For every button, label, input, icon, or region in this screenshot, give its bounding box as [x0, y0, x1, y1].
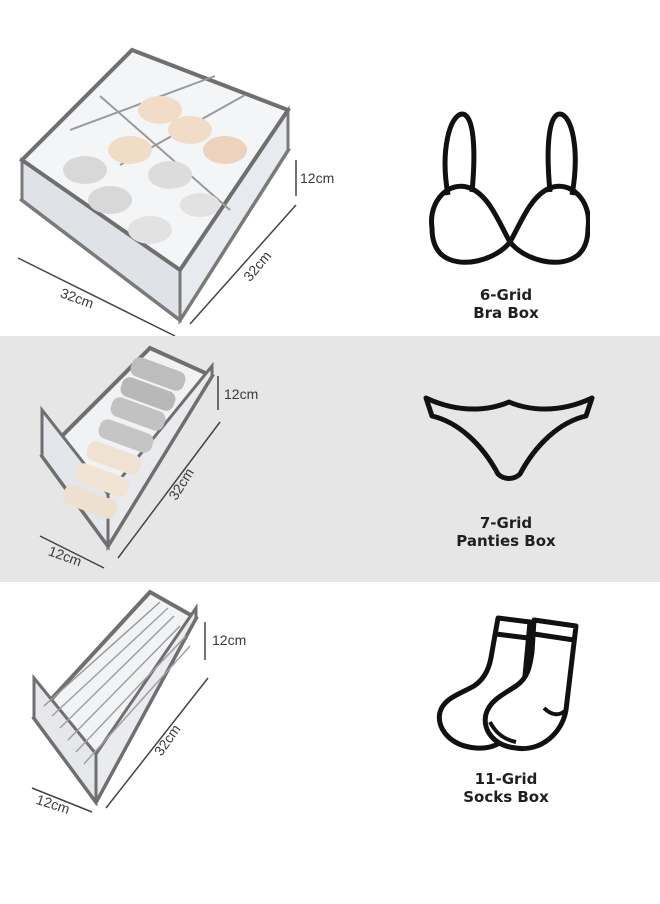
caption-line-1: 7-Grid: [479, 514, 533, 532]
caption-line-1: 6-Grid: [479, 286, 533, 304]
panties-box-illustration: [39, 345, 221, 569]
height-label: 12cm: [224, 386, 259, 402]
height-label: 12cm: [212, 632, 247, 648]
socks-box-caption: 11-Grid Socks Box: [406, 770, 606, 806]
bra-box-illustration: [17, 47, 297, 336]
socks-box-section: 12cm 12cm 32cm 11-Grid Socks Box: [0, 582, 660, 904]
caption-line-2: Socks Box: [463, 788, 549, 806]
height-label: 12cm: [300, 170, 335, 186]
socks-icon: [436, 615, 579, 752]
bra-box-section: 12cm 32cm 32cm 6-Grid Bra Box: [0, 0, 660, 336]
socks-box-illustration: [31, 589, 209, 813]
panties-box-section: 12cm 12cm 32cm 7-Grid Panties Box: [0, 336, 660, 582]
panties-box-caption: 7-Grid Panties Box: [406, 514, 606, 550]
caption-line-1: 11-Grid: [474, 770, 538, 788]
bra-icon: [429, 111, 590, 265]
bra-box-caption: 6-Grid Bra Box: [406, 286, 606, 322]
caption-line-2: Bra Box: [473, 304, 539, 322]
panties-icon: [423, 395, 595, 481]
caption-line-2: Panties Box: [456, 532, 556, 550]
